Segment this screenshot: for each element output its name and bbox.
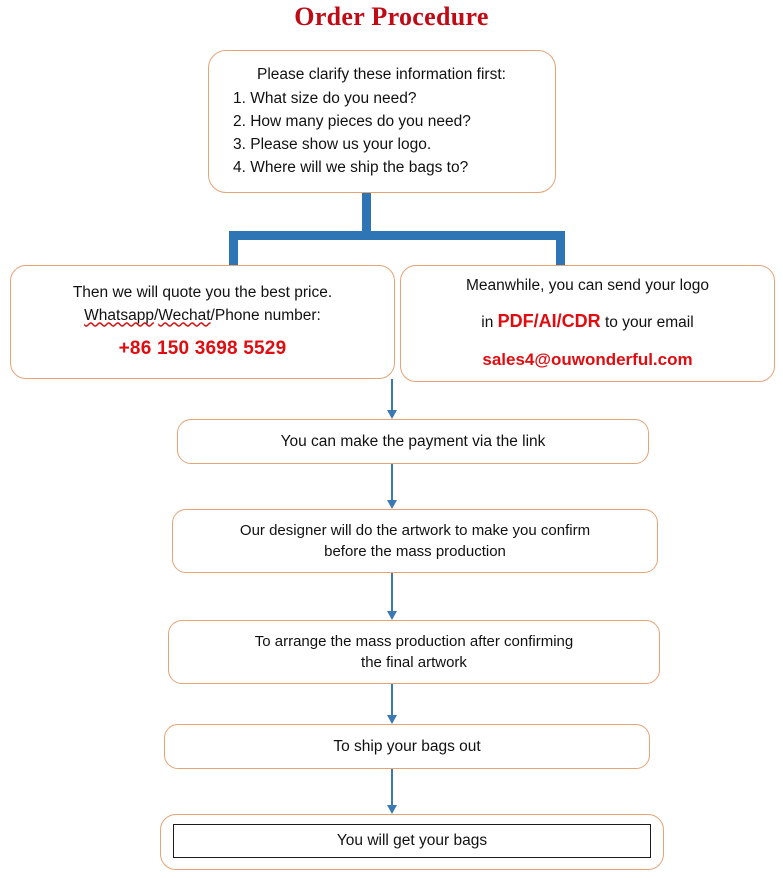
- massprod-line-2: the final artwork: [361, 654, 467, 671]
- logo-line2-suffix: to your email: [600, 314, 694, 332]
- designer-line-2: before the mass production: [324, 543, 506, 560]
- flow-box-designer-artwork: Our designer will do the artwork to make…: [172, 509, 658, 573]
- getbags-line-1: You will get your bags: [336, 832, 488, 849]
- designer-line-1: Our designer will do the artwork to make…: [239, 521, 591, 539]
- clarify-item-2: 2. How many pieces do you need?: [233, 112, 471, 130]
- flow-box-clarify-information: Please clarify these information first: …: [208, 50, 556, 193]
- logo-line2-prefix: in: [481, 314, 498, 332]
- logo-email-address[interactable]: sales4@ouwonderful.com: [482, 349, 693, 369]
- quote-whatsapp-word: Whatsapp: [84, 306, 154, 324]
- quote-contact-line: Whatsapp/Wechat/Phone number:: [84, 305, 321, 327]
- quote-phone-label: /Phone number:: [210, 306, 321, 324]
- logo-line-2: in PDF/AI/CDR to your email: [481, 309, 693, 335]
- quote-line-1: Then we will quote you the best price.: [72, 283, 333, 301]
- connector-split-right-drop: [556, 231, 565, 267]
- arrow-to-designer: [391, 464, 394, 501]
- connector-split-left-drop: [229, 231, 238, 267]
- arrow-to-get-bags: [391, 769, 394, 806]
- get-bags-inner-rect: You will get your bags: [173, 824, 651, 858]
- flow-box-get-bags: You will get your bags: [160, 814, 664, 870]
- quote-wechat-word: Wechat: [158, 306, 211, 324]
- quote-sep-1: /: [153, 306, 159, 324]
- logo-line-1: Meanwhile, you can send your logo: [466, 277, 709, 295]
- logo-file-formats: PDF/AI/CDR: [497, 311, 601, 332]
- flow-box-send-logo: Meanwhile, you can send your logo in PDF…: [400, 265, 775, 382]
- massprod-line-1: To arrange the mass production after con…: [254, 632, 574, 650]
- flow-box-mass-production: To arrange the mass production after con…: [168, 620, 660, 684]
- clarify-item-3: 3. Please show us your logo.: [233, 136, 432, 154]
- arrow-to-payment: [391, 379, 394, 411]
- payment-line-1: You can make the payment via the link: [280, 432, 546, 450]
- flow-box-quote-price: Then we will quote you the best price. W…: [10, 265, 395, 379]
- arrow-to-shipping: [391, 684, 394, 716]
- connector-split-stem: [362, 193, 371, 237]
- arrow-to-mass-production: [391, 573, 394, 612]
- clarify-item-4: 4. Where will we ship the bags to?: [233, 159, 469, 177]
- flow-box-payment: You can make the payment via the link: [177, 419, 649, 464]
- clarify-intro: Please clarify these information first:: [257, 66, 506, 84]
- clarify-item-1: 1. What size do you need?: [233, 89, 417, 107]
- quote-phone-number[interactable]: +86 150 3698 5529: [118, 337, 287, 359]
- connector-split-bar: [229, 231, 565, 240]
- page-title: Order Procedure: [294, 2, 489, 31]
- ship-line-1: To ship your bags out: [333, 737, 481, 755]
- flow-box-ship-bags: To ship your bags out: [164, 724, 650, 769]
